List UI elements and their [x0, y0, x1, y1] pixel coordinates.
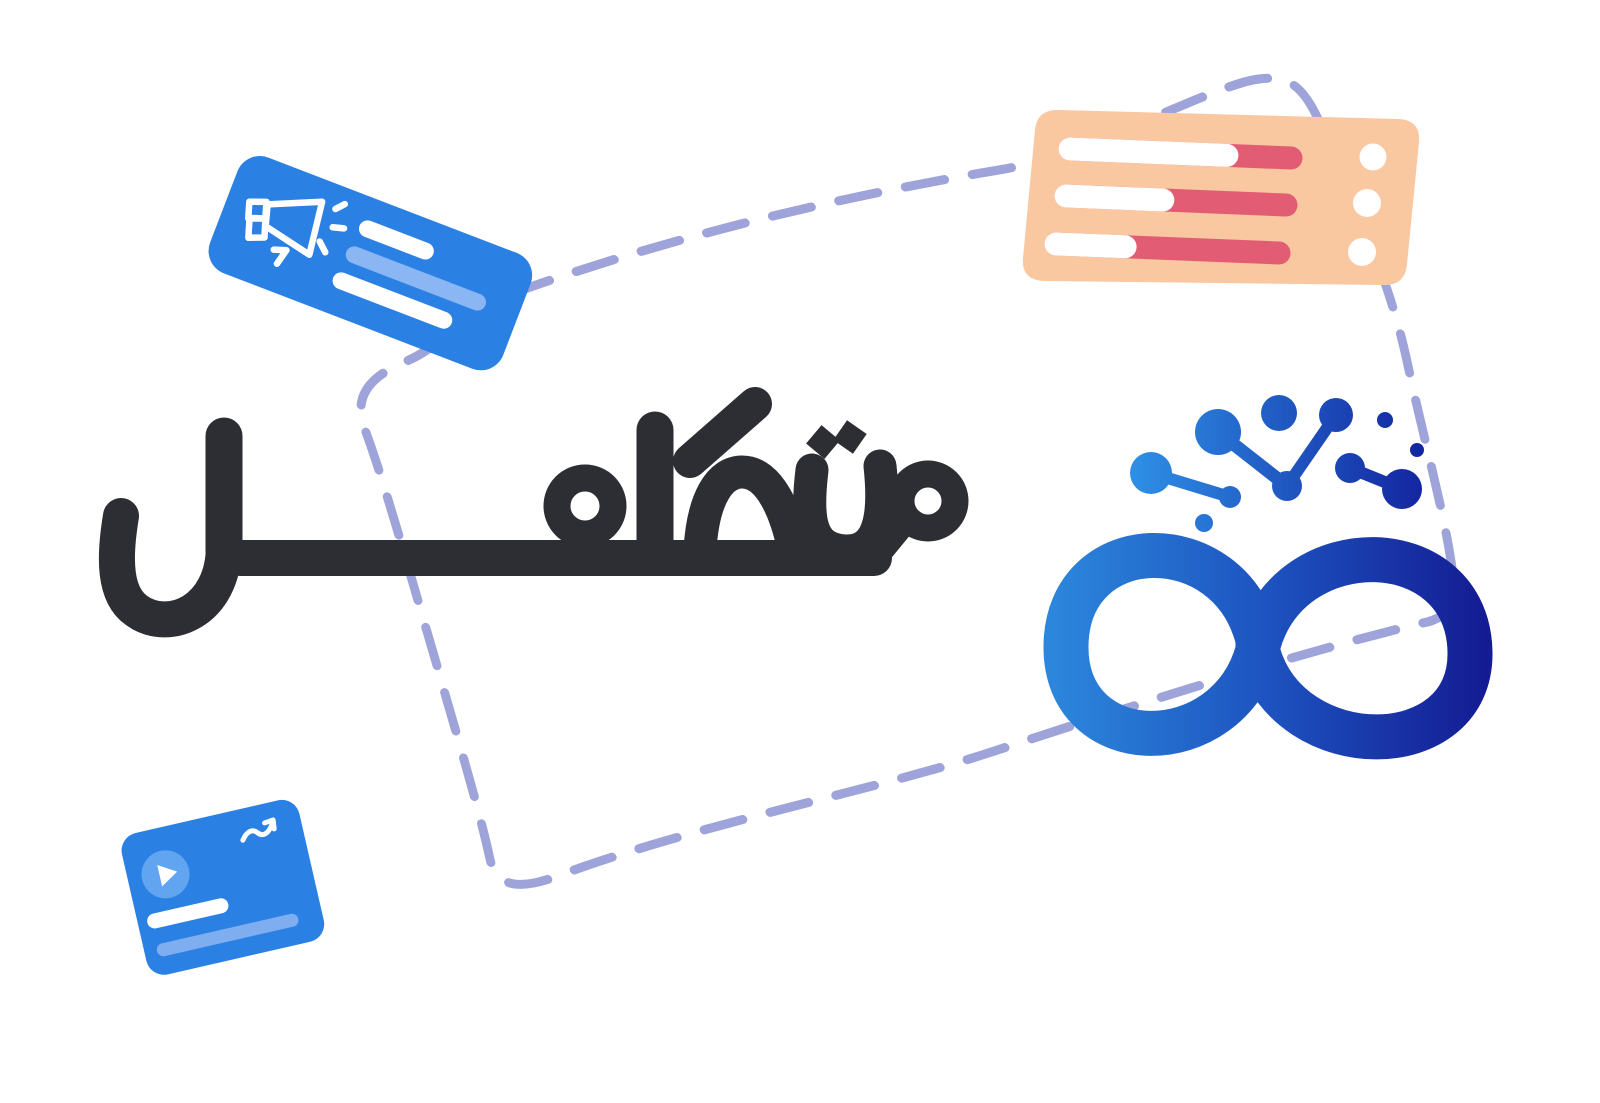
molecule-dot — [1382, 469, 1422, 509]
molecule-dot — [1195, 409, 1241, 455]
list-dot — [1353, 189, 1381, 217]
molecule-dot — [1272, 471, 1302, 501]
meem-tail — [871, 513, 916, 563]
kaf-arch — [683, 455, 811, 567]
molecule-dot — [1319, 398, 1353, 432]
teh-dot — [806, 425, 840, 459]
molecule-dot — [1130, 452, 1172, 494]
trend-up-icon — [240, 817, 277, 843]
molecule-dot — [1335, 453, 1365, 483]
dashed-connector-path — [356, 73, 1455, 885]
text-line — [358, 220, 434, 260]
lam-bowl — [98, 498, 242, 638]
list-dot — [1359, 143, 1387, 171]
molecule-dots — [1130, 395, 1424, 532]
infinity-logo — [1043, 533, 1493, 760]
text-line — [345, 246, 486, 311]
molecule-dot — [1377, 412, 1393, 428]
megaphone-icon — [245, 198, 349, 267]
meem-medial — [543, 464, 627, 548]
progress-fill — [1054, 184, 1175, 212]
molecule-dot — [1261, 395, 1297, 431]
text-line — [332, 272, 453, 329]
meem-initial — [887, 460, 969, 542]
molecule-dot — [1219, 486, 1241, 508]
infinity-right-loop — [1235, 537, 1493, 760]
media-card — [121, 799, 325, 975]
progress-card — [1022, 109, 1420, 286]
list-dot — [1348, 238, 1376, 266]
infinity-left-loop — [1043, 533, 1281, 756]
teh-dot — [833, 420, 867, 454]
announcement-card — [208, 156, 533, 371]
teh-cup — [793, 449, 899, 568]
progress-fill — [1058, 137, 1239, 167]
progress-fill — [1044, 232, 1137, 259]
molecule-dot — [1410, 443, 1424, 457]
text-line — [156, 913, 299, 957]
kaf-slash — [673, 387, 772, 478]
molecule-dot — [1195, 514, 1213, 532]
play-icon — [157, 864, 178, 887]
headline-word — [98, 387, 969, 638]
text-line — [147, 898, 229, 929]
